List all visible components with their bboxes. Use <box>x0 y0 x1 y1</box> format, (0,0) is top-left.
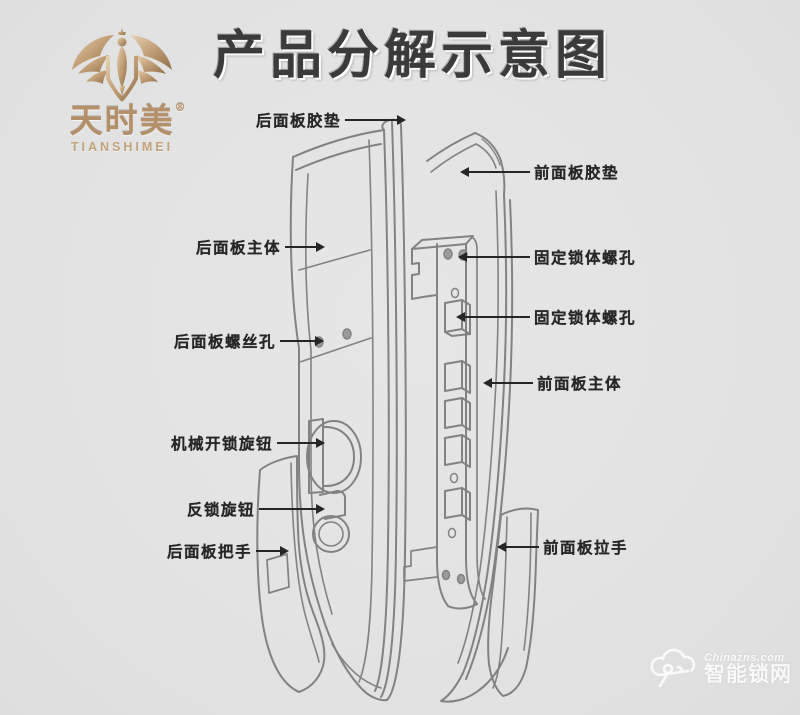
callout-rear-screw-hole: 后面板螺丝孔 <box>174 330 325 352</box>
arrow-right-icon <box>256 545 290 556</box>
registered-mark: ® <box>174 101 188 114</box>
callout-front-panel-body: 前面板主体 <box>483 372 623 394</box>
watermark-url: Chinazns.com <box>704 651 785 664</box>
arrow-left-icon <box>458 251 530 262</box>
arrow-right-icon <box>280 335 325 346</box>
site-watermark: Chinazns.com 智能锁网 <box>648 645 792 691</box>
callout-label: 后面板胶垫 <box>256 113 342 130</box>
arrow-left-icon <box>497 541 539 552</box>
callout-lock-screw-hole-2: 固定锁体螺孔 <box>456 306 637 328</box>
callout-rear-panel-body: 后面板主体 <box>196 236 326 258</box>
rear-panel-art <box>256 118 407 702</box>
callout-lock-screw-hole-1: 固定锁体螺孔 <box>458 246 637 268</box>
arrow-right-icon <box>345 114 407 125</box>
arrow-right-icon <box>259 503 326 514</box>
callout-mech-unlock-knob: 机械开锁旋钮 <box>171 432 326 454</box>
arrow-right-icon <box>285 241 326 252</box>
callout-label: 前面板主体 <box>537 376 623 393</box>
arrow-left-icon <box>483 377 533 388</box>
callout-deadbolt-knob: 反锁旋钮 <box>187 498 326 520</box>
brand-name-cn: 天时美® <box>69 101 188 140</box>
front-panel-art <box>426 132 539 703</box>
callout-label: 前面板胶垫 <box>534 165 620 182</box>
brand-name-en: TIANSHIMEI <box>70 139 174 154</box>
callout-label: 后面板螺丝孔 <box>174 334 277 351</box>
callout-label: 固定锁体螺孔 <box>534 250 637 267</box>
callout-rear-panel-gasket: 后面板胶垫 <box>256 109 407 131</box>
callout-label: 后面板主体 <box>196 240 282 257</box>
eagle-emblem-icon <box>72 28 172 102</box>
page-title: 产品分解示意图 <box>213 27 613 85</box>
arrow-right-icon <box>277 437 326 448</box>
callout-label: 后面板把手 <box>167 544 253 561</box>
callout-label: 机械开锁旋钮 <box>171 436 274 453</box>
lock-body-art <box>403 235 486 610</box>
callout-front-panel-handle: 前面板拉手 <box>497 536 629 558</box>
callout-rear-panel-handle: 后面板把手 <box>167 540 290 562</box>
watermark-site-name: 智能锁网 <box>704 662 792 686</box>
cloud-icon <box>650 648 696 688</box>
callout-label: 反锁旋钮 <box>187 502 256 519</box>
callout-label: 前面板拉手 <box>543 540 629 557</box>
callout-front-panel-gasket: 前面板胶垫 <box>460 161 620 183</box>
arrow-left-icon <box>460 166 530 177</box>
brand-logo: 天时美® TIANSHIMEI <box>42 26 202 154</box>
arrow-left-icon <box>456 311 530 322</box>
callout-label: 固定锁体螺孔 <box>534 310 637 327</box>
